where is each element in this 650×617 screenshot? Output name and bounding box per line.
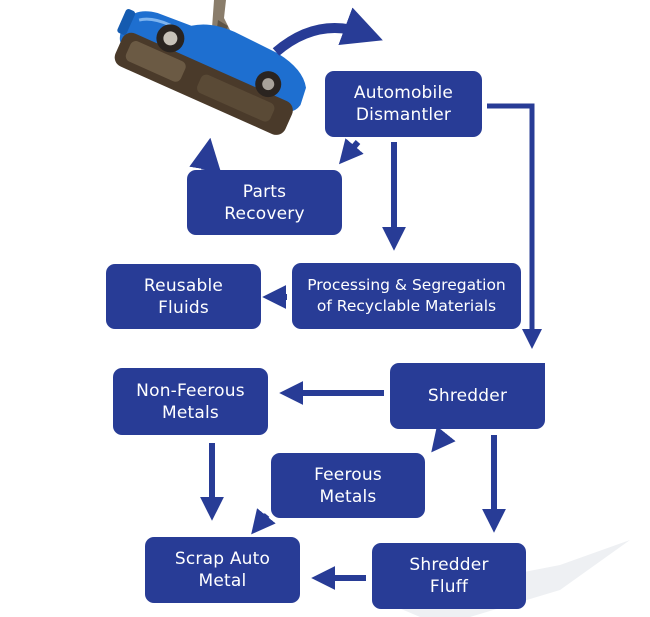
node-label-line1: Shredder: [409, 555, 489, 575]
arrow-dismantler-to-parts: [338, 138, 364, 165]
node-label-line2: Dismantler: [355, 105, 452, 125]
node-shredder: Shredder: [390, 363, 545, 429]
node-label-line1: Parts: [242, 181, 287, 202]
car-illustration: [114, 0, 306, 135]
node-label-line2: Fluids: [158, 297, 209, 318]
node-ferrous-metals: Feerous Metals: [271, 453, 425, 518]
node-label-line2: Metals: [162, 402, 219, 423]
node-label-line2: Metal: [198, 571, 247, 591]
arrow-parts-to-car: [189, 137, 221, 172]
node-processing-segregation: Processing & Segregation of Recyclable M…: [292, 263, 521, 329]
node-label-line1: Processing & Segregation: [307, 276, 506, 294]
node-label-line1: Automobile: [353, 83, 454, 103]
node-parts-recovery: Parts Recovery: [187, 170, 342, 235]
node-label-line2: of Recyclable Materials: [316, 297, 497, 315]
arrow-shredder-to-ferrous: [431, 426, 456, 453]
node-label-line1: Scrap Auto: [174, 549, 271, 569]
node-shredder-fluff: Shredder Fluff: [372, 543, 526, 609]
arrow-ferrous-to-scrap: [251, 508, 276, 535]
node-label-line2: Fluff: [429, 577, 469, 597]
node-label-line1: Shredder: [427, 386, 508, 406]
node-label-line2: Metals: [319, 486, 377, 507]
arrow-dismantler-to-shredder: [487, 103, 542, 349]
node-label-line1: Non-Feerous: [136, 380, 245, 401]
arrow-car-to-dismantler: [272, 7, 383, 56]
node-non-ferrous-metals: Non-Feerous Metals: [113, 368, 268, 435]
car-icon: [114, 9, 306, 135]
node-label-line1: Reusable: [143, 275, 224, 296]
node-label-line2: Recovery: [224, 203, 305, 224]
node-scrap-auto-metal: Scrap Auto Metal: [145, 537, 300, 603]
node-automobile-dismantler: Automobile Dismantler: [325, 71, 482, 137]
node-reusable-fluids: Reusable Fluids: [106, 264, 261, 329]
node-label-line1: Feerous: [314, 464, 382, 485]
